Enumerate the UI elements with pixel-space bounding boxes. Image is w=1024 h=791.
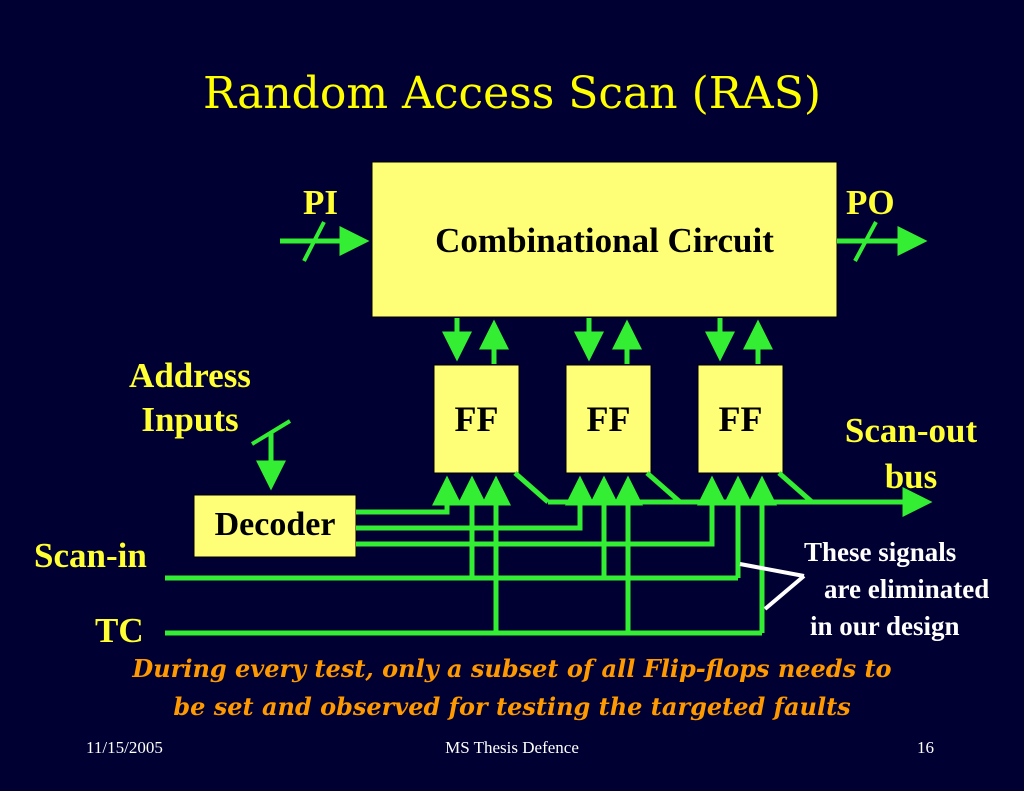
- ff-label-2: FF: [586, 399, 631, 439]
- note-bracket: [739, 562, 806, 611]
- slide-title: Random Access Scan (RAS): [202, 68, 822, 119]
- tc-line: [165, 475, 777, 636]
- scan-in-label: Scan-in: [34, 536, 147, 575]
- ff-circuit-links: [442, 318, 773, 364]
- address-inputs-line-2: Inputs: [141, 400, 239, 439]
- pi-label: PI: [303, 183, 338, 222]
- note-line-1: These signals: [804, 537, 957, 567]
- note-line-3: in our design: [810, 611, 960, 641]
- footer-date: 11/15/2005: [86, 738, 163, 757]
- scan-out-bus: [513, 471, 933, 517]
- ff-box-1: [433, 364, 520, 474]
- tc-label: TC: [95, 611, 144, 650]
- decoder-box: [193, 494, 357, 558]
- footer-center: MS Thesis Defence: [445, 738, 579, 757]
- caption-line-1: During every test, only a subset of all …: [132, 654, 892, 683]
- scan-in-line: [165, 475, 753, 581]
- po-label: PO: [846, 183, 895, 222]
- decoder-label: Decoder: [214, 506, 336, 543]
- ff-box-3: [697, 364, 784, 474]
- address-inputs-arrow: [250, 419, 292, 491]
- caption-line-2: be set and observed for testing the targ…: [173, 692, 851, 721]
- page-number: 16: [917, 738, 934, 757]
- ff-label-1: FF: [454, 399, 499, 439]
- ff-label-3: FF: [718, 399, 763, 439]
- address-inputs-label: Address Inputs: [110, 354, 270, 442]
- scan-out-line-2: bus: [884, 457, 938, 496]
- combinational-circuit-label: Combinational Circuit: [435, 221, 774, 260]
- ff-box-2: [565, 364, 652, 474]
- scan-out-bus-label: Scan-out bus: [826, 408, 996, 500]
- caption: During every test, only a subset of all …: [0, 650, 1024, 726]
- note-line-2: are eliminated: [824, 574, 990, 604]
- combinational-circuit-box: [371, 161, 838, 318]
- address-inputs-line-1: Address: [129, 356, 251, 395]
- po-arrow: [837, 221, 928, 262]
- pi-arrow: [280, 221, 370, 262]
- scan-out-line-1: Scan-out: [844, 411, 978, 450]
